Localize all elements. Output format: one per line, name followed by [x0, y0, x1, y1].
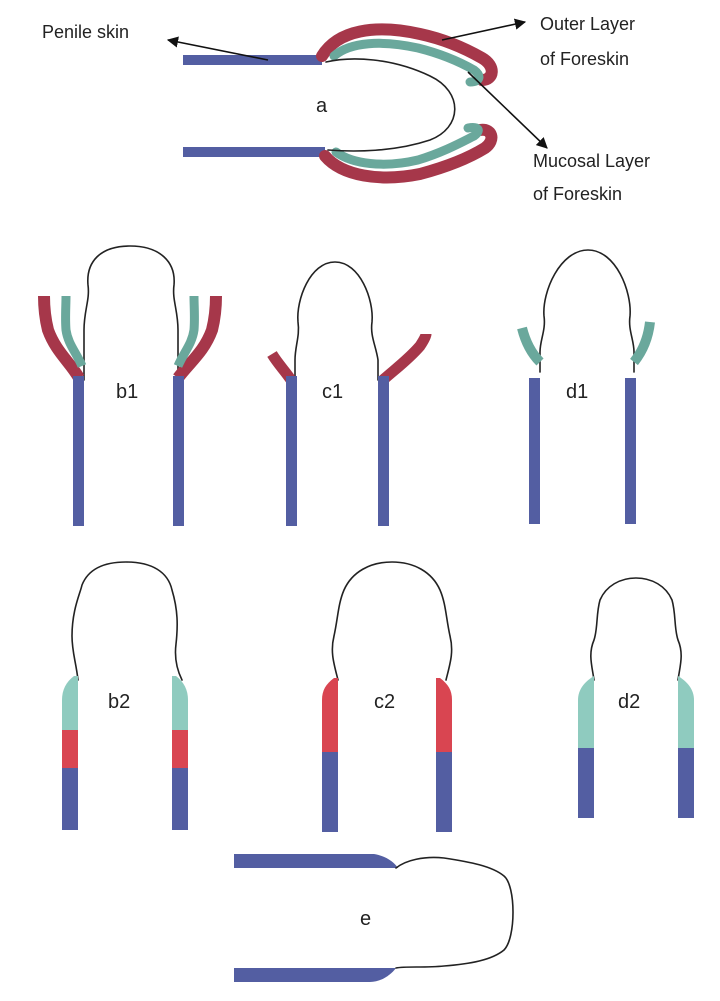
- panel-c1: c1: [267, 261, 432, 526]
- panel-e: e: [234, 854, 514, 982]
- panel-b2-penile-skin-right: [172, 768, 188, 830]
- panel-d2: d2: [578, 577, 694, 818]
- panel-d1-glans-outline: [539, 249, 635, 373]
- outer-layer-arrow: [441, 18, 527, 41]
- panel-c2-penile-skin-left: [322, 752, 338, 832]
- panel-c2: c2: [322, 561, 453, 832]
- panel-d2-penile-skin-left: [578, 748, 594, 818]
- callout-penile-skin: Penile skin: [42, 22, 129, 42]
- panel-label-d2: d2: [618, 691, 640, 713]
- panel-d2-glans-outline: [590, 577, 682, 681]
- panel-e-penile-skin-top: [234, 854, 398, 868]
- panel-c1-glans-outline: [294, 261, 379, 381]
- panel-a-outer-layer-bottom: [319, 123, 498, 184]
- panel-a: Penile skin Outer Layer of Foreskin Muco…: [42, 14, 650, 204]
- panel-c1-penile-skin-left: [286, 376, 297, 526]
- panel-d2-penile-skin-right: [678, 748, 694, 818]
- penile-skin-arrow: [166, 36, 269, 61]
- panel-b2-glans-outline: [71, 561, 183, 681]
- panel-b1-penile-skin-right: [173, 376, 184, 526]
- panel-b1-outer-layer-right: [173, 295, 222, 382]
- panel-e-glans-outline: [395, 856, 514, 969]
- panel-b2-penile-skin-left: [62, 768, 78, 830]
- callout-outer-layer-line1: Outer Layer: [540, 14, 635, 34]
- panel-b2-mucosal-right: [172, 676, 188, 730]
- panel-b2-scar-left: [62, 730, 78, 768]
- panel-d2-mucosal-left: [578, 676, 594, 748]
- panel-d1-penile-skin-left: [529, 378, 540, 524]
- panel-b1-glans-outline: [83, 245, 179, 381]
- panel-a-mucosal-layer-top: [329, 38, 484, 87]
- panel-label-d1: d1: [566, 381, 588, 403]
- panel-a-mucosal-layer-bottom: [331, 123, 483, 169]
- panel-b1-penile-skin-left: [73, 376, 84, 526]
- panel-d2-mucosal-right: [678, 676, 694, 748]
- panel-b1-outer-layer-left: [38, 295, 85, 382]
- panel-c1-penile-skin-right: [378, 376, 389, 526]
- panel-b2: b2: [62, 561, 188, 830]
- panel-b1: b1: [38, 245, 222, 526]
- panel-label-b1: b1: [116, 381, 138, 403]
- panel-label-e: e: [360, 908, 371, 930]
- panel-b2-scar-right: [172, 730, 188, 768]
- callout-mucosal-layer-line1: Mucosal Layer: [533, 151, 650, 171]
- panel-b2-mucosal-left: [62, 676, 78, 730]
- panel-c2-glans-outline: [331, 561, 453, 681]
- panel-c2-scar-right: [436, 678, 452, 752]
- callout-mucosal-layer-line2: of Foreskin: [533, 184, 622, 204]
- panel-c2-penile-skin-right: [436, 752, 452, 832]
- panel-label-a: a: [316, 95, 328, 117]
- panel-a-glans-outline: [325, 58, 456, 152]
- panel-b1-mucosal-layer-left: [61, 295, 87, 368]
- panel-d1: d1: [517, 249, 655, 524]
- panel-b1-mucosal-layer-right: [173, 295, 199, 368]
- panel-a-outer-layer-top: [316, 23, 498, 86]
- panel-label-b2: b2: [108, 691, 130, 713]
- panel-c2-scar-left: [322, 678, 338, 752]
- panel-label-c2: c2: [374, 691, 395, 713]
- panel-label-c1: c1: [322, 381, 343, 403]
- mucosal-layer-arrow: [467, 71, 548, 149]
- panel-d1-penile-skin-right: [625, 378, 636, 524]
- panel-d1-mucosal-layer-left: [517, 326, 544, 366]
- panel-d1-mucosal-layer-right: [630, 321, 655, 366]
- panel-c1-outer-layer-right: [379, 333, 432, 385]
- panel-e-penile-skin-bottom: [234, 968, 396, 982]
- callout-outer-layer-line2: of Foreskin: [540, 49, 629, 69]
